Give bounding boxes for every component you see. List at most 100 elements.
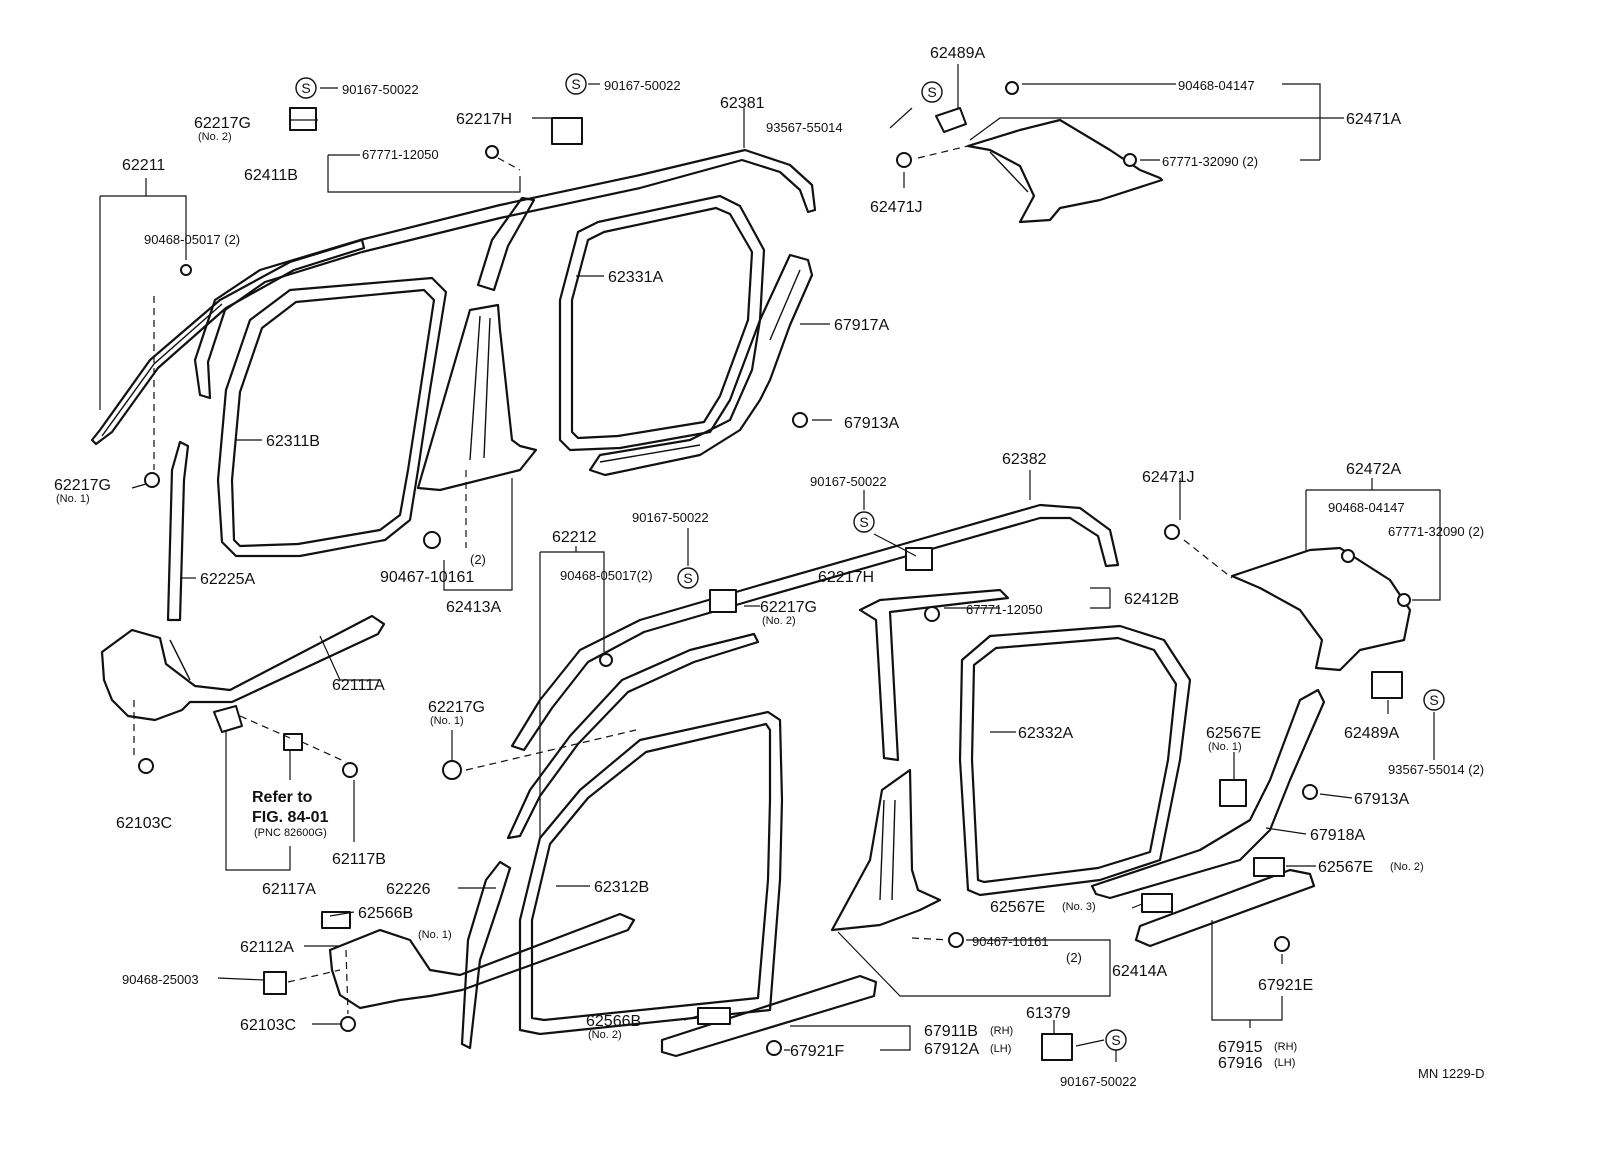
quarter-inside-trim-62471A xyxy=(966,118,1164,224)
center-pillar-garnish-62412B xyxy=(858,588,1010,762)
s-symbol xyxy=(677,567,699,589)
label-62381: 62381 xyxy=(720,95,765,112)
label-62566B-no1: 62566B xyxy=(358,905,413,922)
front-pillar-garnish-62211 xyxy=(90,238,366,446)
front-scuff-plate-62111A xyxy=(100,614,386,722)
label-67771-32090-mid: 67771-32090 (2) xyxy=(1388,524,1484,539)
clip-90468-05017-mid xyxy=(599,653,613,667)
clip-62217H-top xyxy=(551,117,583,145)
figure-code: MN 1229-D xyxy=(1418,1066,1484,1081)
clip-62217G-no1-mid xyxy=(442,760,462,780)
s-symbol xyxy=(921,81,943,103)
label-62103C-top: 62103C xyxy=(116,815,172,832)
label-62117B: 62117B xyxy=(332,851,386,868)
label-90167-50022-c: 90167-50022 xyxy=(810,474,887,489)
clip-67921E xyxy=(1274,936,1290,952)
label-62471J-top: 62471J xyxy=(870,199,923,216)
label-62217H-top: 62217H xyxy=(456,111,512,128)
label-no2-top: (No. 2) xyxy=(198,131,232,143)
label-no1-left: (No. 1) xyxy=(56,493,90,505)
clip-90467-10161-top xyxy=(423,531,441,549)
clip-90468-04147-top xyxy=(1005,81,1019,95)
front-door-weatherstrip-62312B xyxy=(518,710,784,1036)
label-62471J-mid: 62471J xyxy=(1142,469,1195,486)
clip-62217G-no2-top xyxy=(289,107,317,131)
clip-90468-04147-mid xyxy=(1341,549,1355,563)
rear-door-weatherstrip-62331A xyxy=(558,194,766,452)
label-67915: 67915 xyxy=(1218,1039,1263,1056)
s-symbol xyxy=(1423,689,1445,711)
label-90468-04147-mid: 90468-04147 xyxy=(1328,500,1405,515)
s-symbol-text: S xyxy=(683,570,692,586)
label-rh-b: (RH) xyxy=(1274,1041,1297,1053)
reference-note-line3: (PNC 82600G) xyxy=(254,827,327,839)
label-2-bottom: (2) xyxy=(1066,950,1082,965)
bracket-61379 xyxy=(1041,1033,1073,1061)
label-61379: 61379 xyxy=(1026,1005,1071,1022)
roof-side-garnish-62381 xyxy=(193,148,817,400)
label-62217G-no2-mid: 62217G xyxy=(760,599,817,616)
label-no1-mid: (No. 1) xyxy=(430,715,464,727)
label-62382: 62382 xyxy=(1002,451,1047,468)
clip-67913A-mid xyxy=(1302,784,1318,800)
roof-side-garnish-62382 xyxy=(510,503,1120,752)
clip-62567E-no1 xyxy=(1219,779,1247,807)
s-symbol-text: S xyxy=(859,514,868,530)
label-no2-right: (No. 2) xyxy=(1390,861,1424,873)
label-67771-12050-top: 67771-12050 xyxy=(362,147,439,162)
label-62412B: 62412B xyxy=(1124,591,1179,608)
label-no3: (No. 3) xyxy=(1062,901,1096,913)
label-62567E-no3: 62567E xyxy=(990,899,1045,916)
label-lh-b: (LH) xyxy=(1274,1057,1295,1069)
label-90167-50022-b: 90167-50022 xyxy=(604,78,681,93)
rear-scuff-plate-67915 xyxy=(1134,868,1316,948)
clip-62103C-bottom xyxy=(340,1016,356,1032)
label-90468-25003: 90468-25003 xyxy=(122,972,199,987)
label-62103C-bottom: 62103C xyxy=(240,1017,296,1034)
label-67912A: 67912A xyxy=(924,1041,979,1058)
clip-62117B xyxy=(342,762,358,778)
label-93567-55014-2: 93567-55014 (2) xyxy=(1388,762,1484,777)
front-scuff-plate-67911B xyxy=(660,974,878,1058)
clip-67771-32090-top xyxy=(1123,153,1137,167)
label-62112A: 62112A xyxy=(240,939,294,956)
front-scuff-plate-62112A xyxy=(328,912,636,1010)
label-62413A: 62413A xyxy=(446,599,501,616)
fasteners xyxy=(138,81,1411,1061)
label-62217G-no2-top: 62217G xyxy=(194,115,251,132)
label-62311B: 62311B xyxy=(266,433,320,450)
label-no1-right: (No. 1) xyxy=(1208,741,1242,753)
label-67771-12050-mid: 67771-12050 xyxy=(966,602,1043,617)
clip-90468-05017-top xyxy=(180,264,192,276)
clip-67913A-top xyxy=(792,412,808,428)
label-90468-05017-2: 90468-05017 (2) xyxy=(144,232,240,247)
part-labels: 62211 62217G (No. 2) 90167-50022 90167-5… xyxy=(54,45,1484,1089)
clip-62103C-top xyxy=(138,758,154,774)
front-pillar-lower-garnish-62225A xyxy=(166,440,190,622)
label-67921E: 67921E xyxy=(1258,977,1313,994)
label-rh-a: (RH) xyxy=(990,1025,1013,1037)
clip-62471J-top xyxy=(896,152,912,168)
clip-62567E-no3 xyxy=(1141,893,1173,913)
front-door-weatherstrip-62311B xyxy=(216,276,448,558)
s-symbol xyxy=(295,77,317,99)
quarter-inside-trim-67917A xyxy=(588,253,814,477)
clip-62566B-no2 xyxy=(697,1007,731,1025)
front-pillar-lower-garnish-62226 xyxy=(460,860,512,1050)
label-90167-50022-a: 90167-50022 xyxy=(342,82,419,97)
s-symbol-text: S xyxy=(571,76,580,92)
label-67918A: 67918A xyxy=(1310,827,1365,844)
s-symbol-text: S xyxy=(301,80,310,96)
rear-door-weatherstrip-62332A xyxy=(958,624,1192,897)
label-62212: 62212 xyxy=(552,529,597,546)
quarter-inside-trim-67918A xyxy=(1090,688,1326,900)
clip-67771-32090-mid xyxy=(1397,593,1411,607)
label-lh-a: (LH) xyxy=(990,1043,1011,1055)
label-90167-50022-e: 90167-50022 xyxy=(1060,1074,1137,1089)
label-62111A: 62111A xyxy=(332,677,385,694)
label-67917A: 67917A xyxy=(834,317,889,334)
label-62567E-no2: 62567E xyxy=(1318,859,1373,876)
label-no2-mid: (No. 2) xyxy=(762,615,796,627)
front-pillar-garnish-62212 xyxy=(506,632,760,840)
label-no1-bottom: (No. 1) xyxy=(418,929,452,941)
